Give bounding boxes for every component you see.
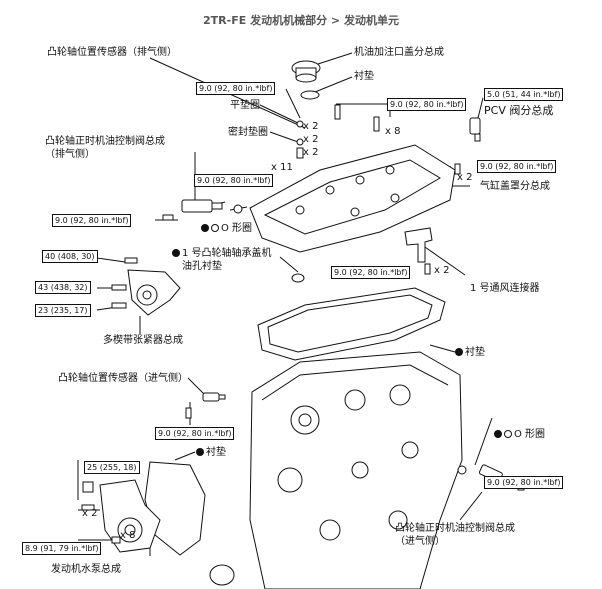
replace-part-marker [196,448,204,456]
torque-spec-box: 9.0 (92, 80 in.*lbf) [477,160,557,173]
quantity-seal-washer-b: x 2 [303,147,319,158]
non-reusable-part-marker [504,430,512,438]
torque-spec-box: 9.0 (92, 80 in.*lbf) [484,476,564,489]
label-ocv-exhaust-line1: 凸轮轴正时机油控制阀总成 [45,136,165,147]
label-vent-connector: 1 号通风连接器 [470,283,540,294]
torque-spec-box: 9.0 (92, 80 in.*lbf) [331,266,411,279]
label-bearing-cap-gasket: 1 号凸轮轴轴承盖机 [172,247,272,260]
label-belt-tensioner: 多楔带张紧器总成 [103,335,183,346]
quantity-pump-bolts-x8: x 8 [120,530,136,541]
label-head-cover-gasket-text: 衬垫 [465,347,485,358]
breadcrumb-section[interactable]: 发动机机械部分 [250,14,328,27]
torque-spec-box: 5.0 (51, 44 in.*lbf) [484,88,564,101]
quantity-bolts-x11: x 11 [271,162,293,173]
label-seal-washer: 密封垫圈 [228,127,268,138]
breadcrumb-subsection[interactable]: 发动机单元 [343,14,399,27]
torque-spec-box: 40 (408, 30) [42,250,98,263]
breadcrumb: 2TR-FE 发动机机械部分 > 发动机单元 [0,12,602,28]
quantity-pump-bolts: x 2 [82,508,98,519]
torque-spec-box: 8.9 (91, 79 in.*lbf) [22,542,102,555]
quantity-pcv-bolts: x 2 [457,172,473,183]
replace-part-marker [172,249,180,257]
label-bearing-cap-gasket-line2: 油孔衬垫 [182,261,222,272]
torque-spec-box: 25 (255, 18) [84,461,140,474]
replace-part-marker [201,224,209,232]
label-water-pump-gasket-text: 衬垫 [206,447,226,458]
quantity-vent-bolts: x 2 [434,265,450,276]
torque-spec-box: 23 (235, 17) [35,304,91,317]
torque-spec-box: 9.0 (92, 80 in.*lbf) [194,174,274,187]
label-bearing-cap-gasket-line1: 1 号凸轮轴轴承盖机 [182,248,272,259]
quantity-seal-washer: x 2 [303,134,319,145]
label-oil-filler-cap: 机油加注口盖分总成 [354,47,444,58]
label-water-pump-gasket: 衬垫 [196,446,226,459]
torque-spec-box: 43 (438, 32) [35,281,91,294]
label-ocv-exhaust-line2: （排气侧） [45,149,95,160]
label-ocv-intake-line1: 凸轮轴正时机油控制阀总成 [395,523,515,534]
breadcrumb-separator: > [330,14,341,27]
quantity-washer: x 2 [303,121,319,132]
label-cam-sensor-exhaust: 凸轮轴位置传感器（排气侧） [47,47,177,58]
label-washer: 平垫圈 [230,100,260,111]
label-oring-exhaust-text: O 形圈 [221,223,253,234]
replace-part-marker [455,348,463,356]
label-oring-intake: O 形圈 [494,428,545,441]
torque-spec-box: 9.0 (92, 80 in.*lbf) [387,98,467,111]
label-water-pump: 发动机水泵总成 [51,564,121,575]
label-ocv-intake-line2: （进气侧） [395,536,445,547]
torque-spec-box: 9.0 (92, 80 in.*lbf) [196,82,276,95]
label-head-cover: 气缸盖罩分总成 [480,181,550,192]
label-oring-intake-text: O 形圈 [514,429,546,440]
label-oring-exhaust: O 形圈 [201,222,252,235]
torque-spec-box: 9.0 (92, 80 in.*lbf) [155,427,235,440]
breadcrumb-model: 2TR-FE [203,14,247,27]
label-cap-gasket: 衬垫 [354,71,374,82]
label-pcv-valve: PCV 阀分总成 [484,104,554,117]
quantity-cover-bolts: x 8 [385,126,401,137]
label-head-cover-gasket: 衬垫 [455,346,485,359]
non-reusable-part-marker [211,224,219,232]
torque-spec-box: 9.0 (92, 80 in.*lbf) [52,214,132,227]
label-cam-sensor-intake: 凸轮轴位置传感器（进气侧） [58,373,188,384]
replace-part-marker [494,430,502,438]
